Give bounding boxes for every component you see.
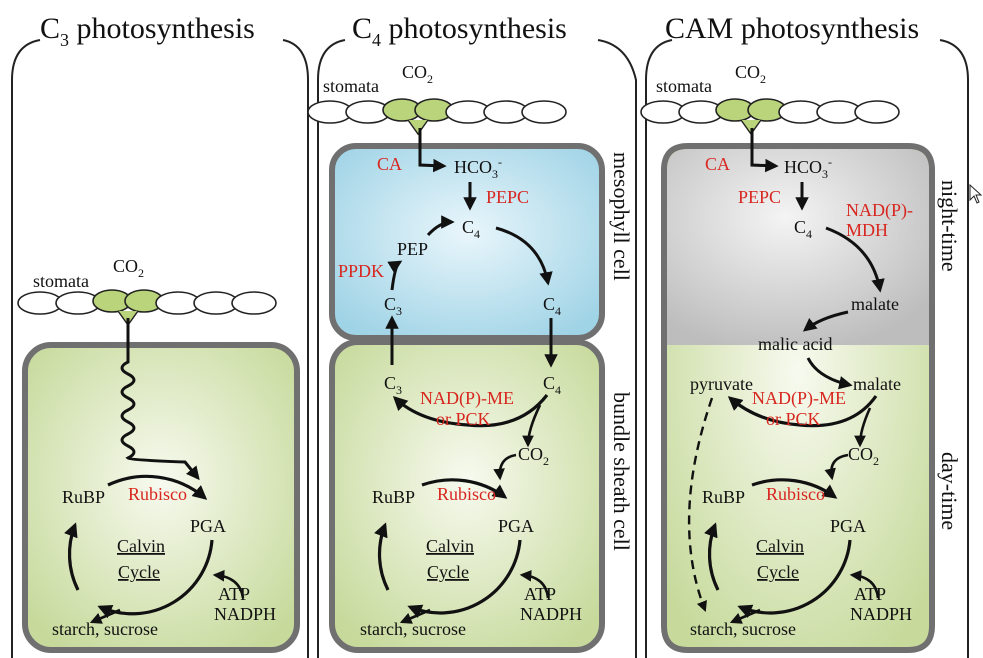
c3-atp: ATP <box>218 584 250 604</box>
cam-night-zone <box>667 149 929 345</box>
c4-starch: starch, sucrose <box>360 619 466 639</box>
cam-co2-day: CO2 <box>848 444 879 468</box>
c3-pga: PGA <box>190 516 226 536</box>
cam-me-line1: NAD(P)-ME <box>752 388 846 409</box>
cam-stomata-icon <box>640 98 900 135</box>
cam-day-label: day-time <box>937 452 962 530</box>
c4-c4-lower: C4 <box>543 373 561 397</box>
cam-cycle: Cycle <box>757 562 799 582</box>
c3-title: C3 photosynthesis <box>40 12 255 50</box>
cam-nadph: NADPH <box>850 604 912 624</box>
c3-stomata-icon <box>17 289 277 326</box>
cam-malic-acid: malic acid <box>758 334 832 354</box>
c4-co2-label: CO2 <box>402 62 433 86</box>
c4-me-line1: NAD(P)-ME <box>420 388 514 409</box>
c4-c4-top: C4 <box>462 217 480 241</box>
cam-panel-outline <box>645 39 673 658</box>
cam-malate-day: malate <box>853 374 901 394</box>
c3-starch: starch, sucrose <box>52 619 158 639</box>
c4-calvin: Calvin <box>426 536 474 556</box>
c4-mesophyll-cell <box>329 143 605 341</box>
cam-rubp: RuBP <box>702 487 745 507</box>
c3-co2-diffusion-arrow <box>120 318 200 481</box>
c4-c3-upper: C3 <box>384 294 402 318</box>
cam-me-line2: or PCK <box>766 409 821 429</box>
c3-cycle: Cycle <box>118 562 160 582</box>
c4-co2-bundle: CO2 <box>518 444 549 468</box>
c4-ppdk: PPDK <box>338 261 384 281</box>
c4-c4-right: C4 <box>543 294 561 318</box>
c3-rubp: RuBP <box>62 487 105 507</box>
c4-rubisco: Rubisco <box>437 484 496 504</box>
c4-me-line2: or PCK <box>436 409 491 429</box>
c4-rubp: RuBP <box>372 487 415 507</box>
c4-c3-lower: C3 <box>384 373 402 397</box>
c3-calvin: Calvin <box>117 536 165 556</box>
c3-cell <box>22 342 300 653</box>
cam-title: CAM photosynthesis <box>665 12 919 45</box>
c3-rubisco: Rubisco <box>128 484 187 504</box>
c4-mesophyll-label: mesophyll cell <box>609 152 634 281</box>
cam-ca: CA <box>705 154 730 174</box>
cam-co2-label: CO2 <box>735 62 766 86</box>
cam-pepc: PEPC <box>738 187 781 207</box>
cam-atp: ATP <box>854 584 886 604</box>
cam-hco3: HCO3- <box>784 155 832 181</box>
cam-starch: starch, sucrose <box>690 619 796 639</box>
cam-pyruvate: pyruvate <box>690 374 753 394</box>
cam-stomata-label: stomata <box>656 76 712 96</box>
c3-co2-label: CO2 <box>113 256 144 280</box>
c4-pepc: PEPC <box>486 187 529 207</box>
c4-stomata-label: stomata <box>323 76 379 96</box>
cam-calvin-cycle <box>704 478 880 624</box>
c4-nadph: NADPH <box>520 604 582 624</box>
cam-rubisco: Rubisco <box>766 484 825 504</box>
cam-mdh-line1: NAD(P)- <box>846 200 913 221</box>
c4-hco3: HCO3- <box>454 155 502 181</box>
c4-title: C4 photosynthesis <box>352 12 567 50</box>
c4-calvin-cycle <box>374 478 550 624</box>
c4-stomata-icon <box>307 98 567 135</box>
c3-calvin-cycle <box>64 474 245 624</box>
c4-cycle: Cycle <box>427 562 469 582</box>
cam-night-label: night-time <box>937 180 962 272</box>
c4-arrows <box>385 128 558 481</box>
cam-arrows <box>687 128 885 613</box>
c4-pga: PGA <box>498 516 534 536</box>
c4-ca: CA <box>377 154 402 174</box>
c4-bundle-label: bundle sheath cell <box>609 392 634 551</box>
cam-calvin: Calvin <box>756 536 804 556</box>
cam-malate-night: malate <box>851 294 899 314</box>
cam-c4: C4 <box>794 217 812 241</box>
c3-stomata-label: stomata <box>33 271 89 291</box>
c4-panel-outline <box>317 39 346 658</box>
cam-pga: PGA <box>830 516 866 536</box>
c4-atp: ATP <box>524 584 556 604</box>
c3-panel-outline <box>11 39 41 658</box>
cam-mdh-line2: MDH <box>846 220 888 240</box>
c3-nadph: NADPH <box>214 604 276 624</box>
mouse-cursor-icon <box>969 183 983 204</box>
c4-pep: PEP <box>397 239 428 259</box>
